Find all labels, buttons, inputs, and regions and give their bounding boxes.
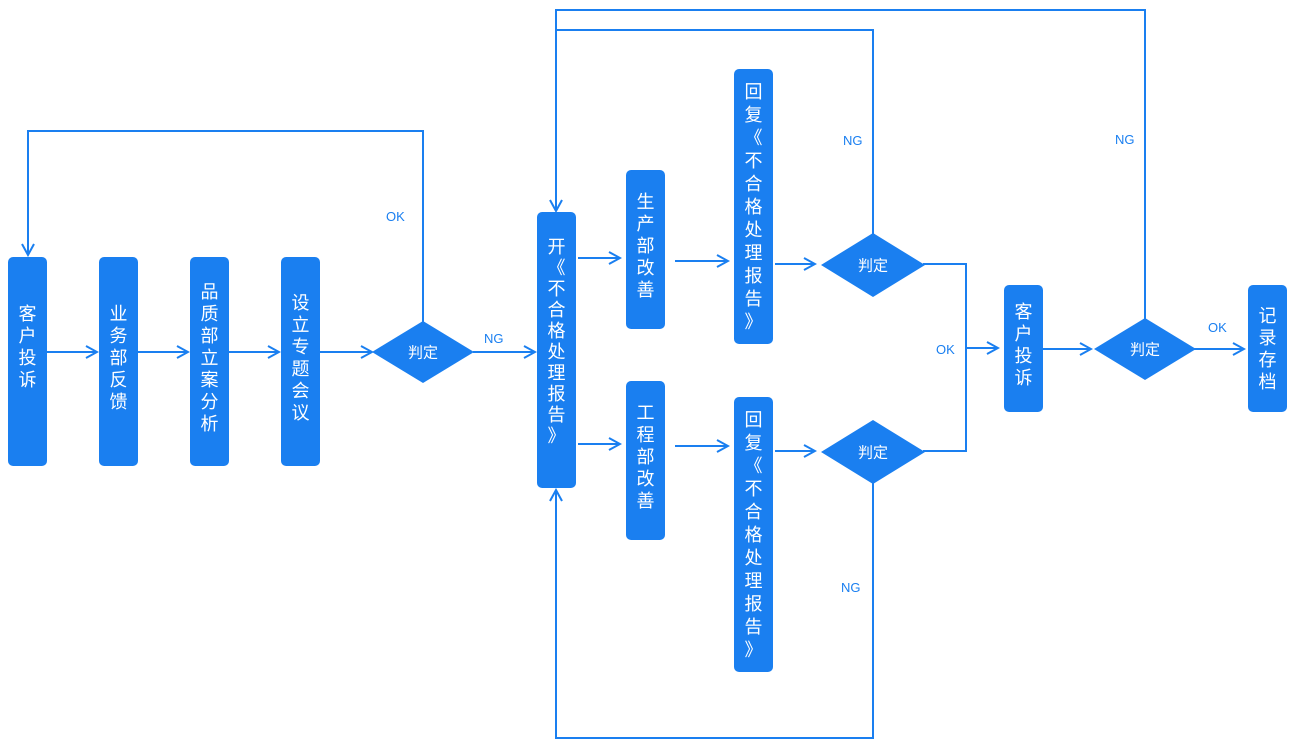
edge-judge1-ok-loop [28, 130, 424, 323]
label-judge-bottom-ng: NG [841, 580, 861, 595]
label-judge-top-ng: NG [843, 133, 863, 148]
decision-judge-1-label: 判定 [408, 344, 438, 362]
node-engineering-improve-label: 工程部改善 [637, 403, 655, 512]
node-complaint-confirm-label: 客户投诉 [1015, 302, 1033, 389]
node-open-report-label: 开《不合格处理报告》 [548, 237, 566, 447]
decision-judge-final-label: 判定 [1130, 341, 1160, 359]
decision-judge-1: 判定 [372, 321, 474, 383]
label-judge1-ng: NG [484, 331, 504, 346]
node-complaint-confirm: 客户投诉 [1004, 285, 1043, 412]
edge-labels: OK NG NG NG OK NG OK [386, 132, 1227, 595]
node-production-improve-label: 生产部改善 [637, 192, 655, 301]
node-open-report: 开《不合格处理报告》 [537, 212, 576, 488]
node-reply-report-top-label: 回复《不合格处理报告》 [745, 82, 763, 333]
node-complaint-start-label: 客户投诉 [19, 304, 37, 391]
node-sales-feedback-label: 业务部反馈 [110, 304, 128, 413]
label-judge1-ok: OK [386, 209, 405, 224]
decision-judge-bottom: 判定 [821, 420, 925, 484]
decision-judge-final: 判定 [1094, 318, 1196, 380]
node-record-archive: 记录存档 [1248, 285, 1287, 412]
node-record-archive-label: 记录存档 [1259, 306, 1277, 393]
node-quality-case: 品质部立案分析 [190, 257, 229, 466]
node-special-meeting: 设立专题会议 [281, 257, 320, 466]
node-reply-report-bottom-label: 回复《不合格处理报告》 [745, 410, 763, 661]
node-sales-feedback: 业务部反馈 [99, 257, 138, 466]
label-merge-ok: OK [936, 342, 955, 357]
node-complaint-start: 客户投诉 [8, 257, 47, 466]
node-quality-case-label: 品质部立案分析 [201, 282, 219, 435]
decision-judge-bottom-label: 判定 [858, 444, 888, 462]
node-reply-report-bottom: 回复《不合格处理报告》 [734, 397, 773, 672]
node-engineering-improve: 工程部改善 [626, 381, 665, 540]
connectors [28, 9, 1244, 739]
edge-judges-merge [923, 263, 967, 452]
decision-judge-top: 判定 [821, 233, 925, 297]
edge-judge-bottom-ng-loop [556, 482, 874, 739]
node-reply-report-top: 回复《不合格处理报告》 [734, 69, 773, 344]
node-special-meeting-label: 设立专题会议 [292, 293, 310, 424]
edge-judge-top-ng-loop [556, 29, 874, 234]
label-final-ok: OK [1208, 320, 1227, 335]
edge-final-ng-loop [555, 9, 1146, 320]
node-production-improve: 生产部改善 [626, 170, 665, 329]
label-final-ng: NG [1115, 132, 1135, 147]
decision-judge-top-label: 判定 [858, 257, 888, 275]
